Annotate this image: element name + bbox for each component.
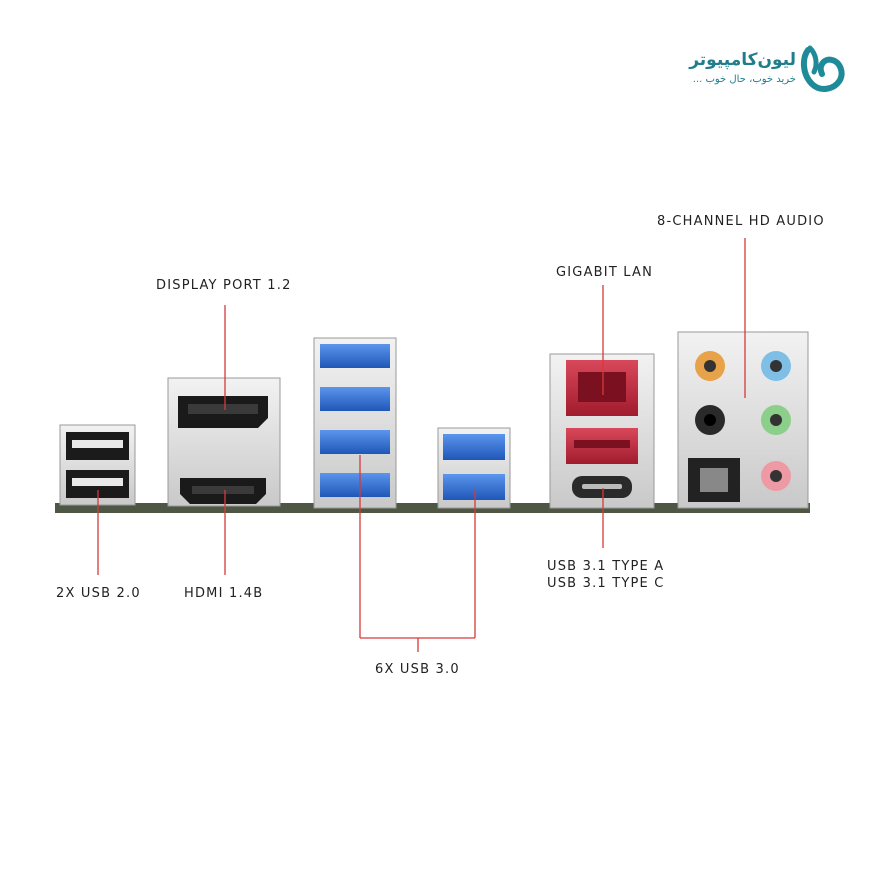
label-usb31-type-a: USB 3.1 TYPE A [547,559,665,574]
label-usb31-type-c: USB 3.1 TYPE C [547,576,665,591]
brand-name: لیون‌کامپیوتر [689,50,796,70]
usb30-stack-4 [313,337,397,509]
label-hdmi: HDMI 1.4B [184,586,264,601]
leader-lines [97,238,746,652]
lan-usb31-block [549,353,655,509]
label-usb20: 2X USB 2.0 [56,586,141,601]
pcb-strip [55,503,810,513]
brand-slogan: خرید خوب، حال خوب ... [692,74,796,85]
usb30-stack-2 [437,427,511,509]
label-usb30: 6X USB 3.0 [375,662,460,677]
label-gigabit-lan: GIGABIT LAN [556,265,654,280]
label-display-port: DISPLAY PORT 1.2 [156,278,292,293]
video-ports [167,377,281,507]
label-hd-audio: 8-CHANNEL HD AUDIO [657,214,825,229]
audio-jacks [677,331,809,509]
brand-logo-icon [800,45,845,92]
